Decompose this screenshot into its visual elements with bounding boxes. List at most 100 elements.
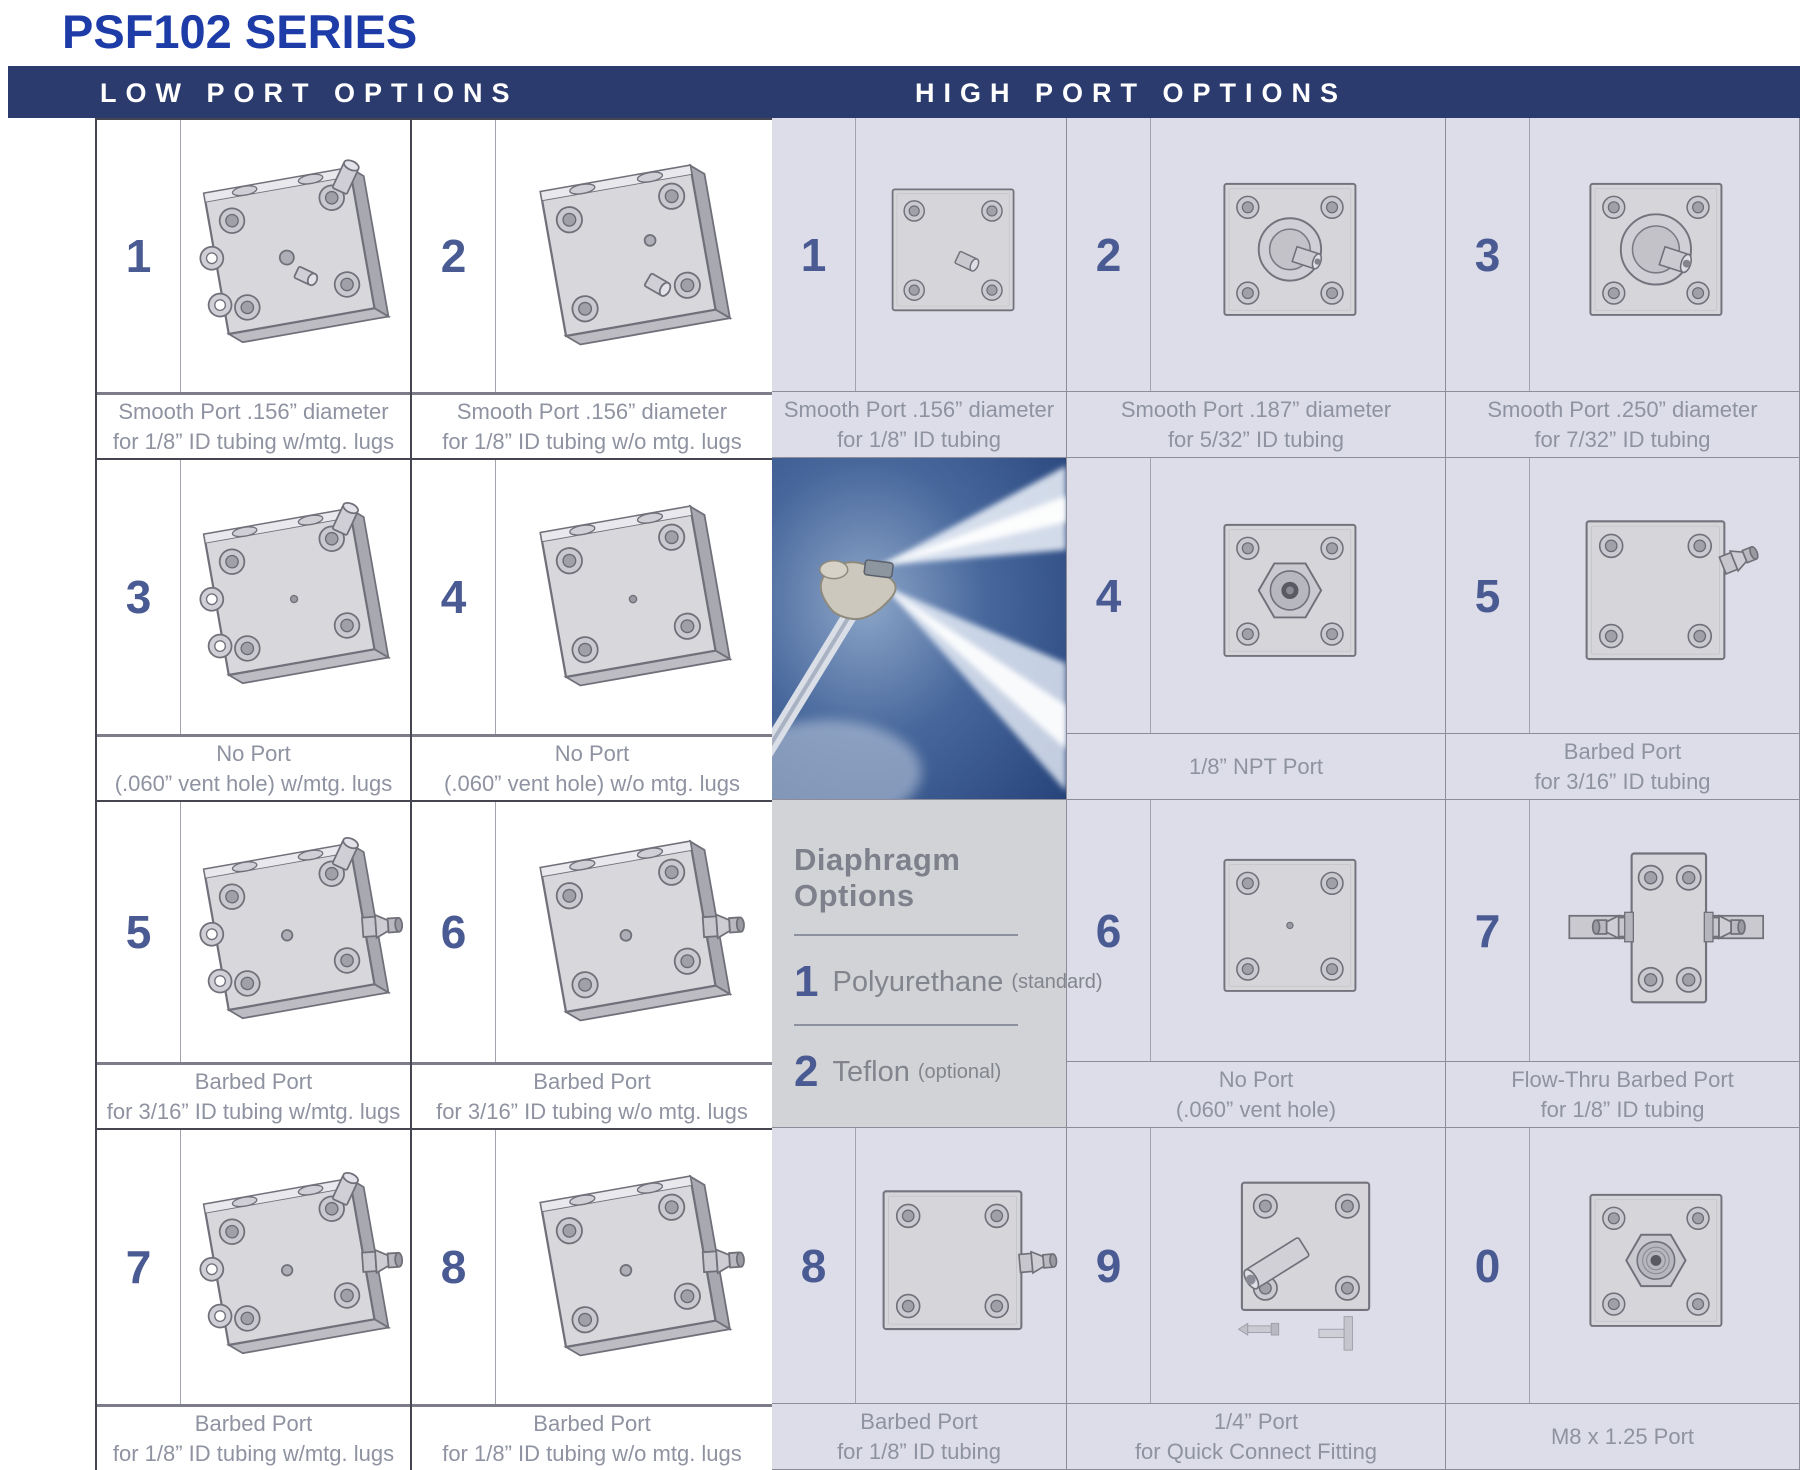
caption-line: 1/4” Port (1213, 1409, 1299, 1435)
option-number: 0 (1446, 1128, 1530, 1403)
low-option-7-cell: 7 Barbed Port for 1/8” ID tubing w/mtg. … (97, 1130, 412, 1470)
part-illustration (181, 460, 410, 734)
part-illustration (496, 460, 772, 734)
caption-line: Barbed Port (194, 1069, 313, 1095)
diaphragm-option-name: Polyurethane (832, 965, 1004, 998)
low-option-1-cell: 1 Smooth Port .156” diameter for 1/8” ID… (97, 120, 412, 460)
low-option-6-cell: 6 Barbed Port for 3/16” ID tubing w/o mt… (412, 802, 774, 1130)
high-option-2-cell: 2 Smooth Port .187” diameter for 5/32” I… (1067, 118, 1446, 458)
options-header-bar: LOW PORT OPTIONS HIGH PORT OPTIONS (8, 66, 1800, 118)
option-number: 8 (772, 1128, 856, 1403)
caption-line: for 1/8” ID tubing (1540, 1096, 1705, 1122)
option-number: 9 (1067, 1128, 1151, 1403)
caption-line: No Port (216, 741, 291, 767)
caption-line: Flow-Thru Barbed Port (1511, 1067, 1734, 1093)
high-option-1-cell: 1 Smooth Port .156” diameter for 1/8” ID… (772, 118, 1067, 458)
caption-line: (.060” vent hole) (1175, 1096, 1337, 1122)
option-number: 1 (97, 120, 181, 392)
part-illustration (856, 1128, 1066, 1403)
high-option-5-cell: 5 Barbed Port for 3/16” ID tubing (1446, 458, 1800, 800)
diaphragm-option-note: (optional) (917, 1060, 1002, 1083)
option-number: 5 (97, 802, 181, 1062)
caption-line: No Port (554, 741, 630, 767)
option-number: 5 (1446, 458, 1530, 733)
diaphragm-option-2: 2 Teflon (optional) (794, 1050, 1046, 1094)
high-option-7-cell: 7 Flow-Thru Barbed Port for 1/8” ID tubi… (1446, 800, 1800, 1128)
caption-line: for 1/8” ID tubing w/mtg. lugs (112, 428, 395, 454)
caption-line: Smooth Port .250” diameter (1487, 397, 1758, 423)
low-option-4-cell: 4 No Port (.060” vent hole) w/o mtg. lug… (412, 460, 774, 802)
option-caption: Smooth Port .156” diameter for 1/8” ID t… (97, 392, 410, 458)
option-caption: Barbed Port for 3/16” ID tubing w/mtg. l… (97, 1062, 410, 1128)
low-option-3-cell: 3 No Port (.060” vent hole) w/mtg. lugs (97, 460, 412, 802)
part-illustration (496, 802, 772, 1062)
caption-line: 1/8” NPT Port (1188, 753, 1324, 779)
high-port-options-header: HIGH PORT OPTIONS (915, 78, 1348, 108)
part-illustration (1530, 458, 1799, 733)
option-number: 4 (412, 460, 496, 734)
option-caption: Smooth Port .156” diameter for 1/8” ID t… (412, 392, 772, 458)
diaphragm-divider (794, 934, 1018, 936)
option-caption: Barbed Port for 1/8” ID tubing w/o mtg. … (412, 1404, 772, 1470)
caption-line: for 3/16” ID tubing w/mtg. lugs (106, 1098, 401, 1124)
option-number: 7 (1446, 800, 1530, 1061)
caption-line: for 7/32” ID tubing (1534, 426, 1711, 452)
option-number: 8 (412, 1130, 496, 1404)
option-caption: 1/8” NPT Port (1067, 733, 1445, 799)
part-illustration (1151, 800, 1445, 1061)
part-illustration (496, 1130, 772, 1404)
caption-line: (.060” vent hole) w/mtg. lugs (114, 770, 393, 796)
diaphragm-option-1: 1 Polyurethane (standard) (794, 960, 1103, 1004)
diaphragm-options-panel: Diaphragm Options 1 Polyurethane (standa… (772, 800, 1103, 1128)
high-option-0-cell: 0 M8 x 1.25 Port (1446, 1128, 1800, 1470)
part-illustration (1151, 458, 1445, 733)
caption-line: Smooth Port .156” diameter (456, 399, 728, 425)
option-caption: 1/4” Port for Quick Connect Fitting (1067, 1403, 1445, 1469)
option-number: 6 (412, 802, 496, 1062)
diaphragm-title: Diaphragm Options (794, 842, 961, 913)
caption-line: for 1/8” ID tubing w/o mtg. lugs (442, 428, 742, 454)
caption-line: Barbed Port (533, 1411, 651, 1437)
caption-line: No Port (1218, 1067, 1294, 1093)
option-caption: Barbed Port for 1/8” ID tubing w/mtg. lu… (97, 1404, 410, 1470)
caption-line: Smooth Port .156” diameter (783, 397, 1055, 423)
diaphragm-option-number: 2 (794, 1047, 819, 1096)
caption-line: Smooth Port .187” diameter (1120, 397, 1392, 423)
part-illustration (1530, 800, 1799, 1061)
part-illustration (181, 802, 410, 1062)
diaphragm-divider (794, 1024, 1018, 1026)
option-caption: No Port (.060” vent hole) w/o mtg. lugs (412, 734, 772, 800)
option-number: 6 (1067, 800, 1151, 1061)
option-number: 1 (772, 118, 856, 391)
option-number: 4 (1067, 458, 1151, 733)
diaphragm-option-name: Teflon (832, 1055, 910, 1088)
option-caption: No Port (.060” vent hole) (1067, 1061, 1445, 1127)
part-illustration (856, 118, 1066, 391)
caption-line: Barbed Port (533, 1069, 651, 1095)
high-port-options-grid: 1 Smooth Port .156” diameter for 1/8” ID… (772, 118, 1800, 1470)
part-illustration (1151, 1128, 1445, 1403)
low-port-options-header: LOW PORT OPTIONS (100, 78, 519, 108)
caption-line: Barbed Port (1563, 739, 1682, 765)
caption-line: for 1/8” ID tubing w/o mtg. lugs (442, 1440, 742, 1466)
option-caption: Barbed Port for 3/16” ID tubing w/o mtg.… (412, 1062, 772, 1128)
high-option-3-cell: 3 Smooth Port .250” diameter for 7/32” I… (1446, 118, 1800, 458)
caption-line: for 5/32” ID tubing (1167, 426, 1345, 452)
caption-line: for 1/8” ID tubing (837, 1438, 1001, 1464)
spray-photo (772, 458, 1067, 800)
low-option-2-cell: 2 Smooth Port .156” diameter for 1/8” ID… (412, 120, 774, 460)
low-option-5-cell: 5 Barbed Port for 3/16” ID tubing w/mtg.… (97, 802, 412, 1130)
part-illustration (1151, 118, 1445, 391)
high-option-8-cell: 8 Barbed Port for 1/8” ID tubing (772, 1128, 1067, 1470)
option-number: 7 (97, 1130, 181, 1404)
caption-line: for 3/16” ID tubing w/o mtg. lugs (436, 1098, 748, 1124)
option-caption: Barbed Port for 3/16” ID tubing (1446, 733, 1799, 799)
caption-line: Barbed Port (194, 1411, 313, 1437)
part-illustration (181, 1130, 410, 1404)
high-option-9-cell: 9 1/4” Port for Quick Connect Fitting (1067, 1128, 1446, 1470)
caption-line: (.060” vent hole) w/o mtg. lugs (444, 770, 740, 796)
spray-photo-image (772, 458, 1066, 799)
part-illustration (1530, 1128, 1799, 1403)
caption-line: M8 x 1.25 Port (1550, 1423, 1695, 1449)
option-caption: No Port (.060” vent hole) w/mtg. lugs (97, 734, 410, 800)
